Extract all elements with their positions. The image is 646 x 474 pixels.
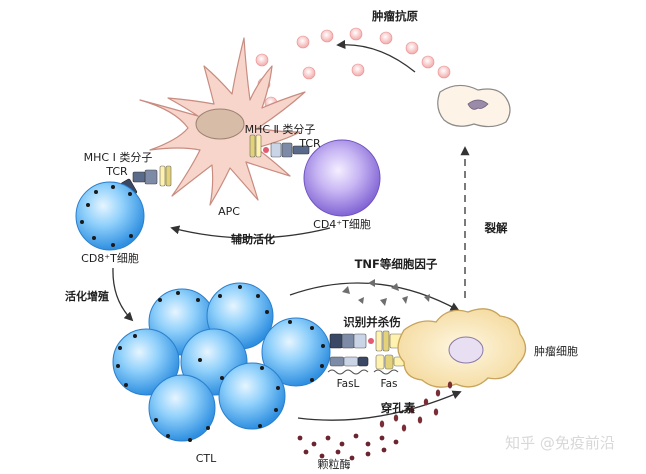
label-cd4: CD4⁺T细胞 (313, 218, 371, 231)
label-mhc1: MHC Ⅰ 类分子 (84, 150, 153, 164)
label-tumor-cell: 肿瘤细胞 (534, 344, 578, 358)
label-ctl: CTL (196, 452, 217, 465)
arrow-tnf (289, 282, 460, 311)
label-cd8: CD8⁺T细胞 (81, 252, 139, 265)
apc-dendritic-cell (139, 37, 306, 206)
cd8-t-cell (75, 181, 145, 251)
label-mhc2: MHC Ⅱ 类分子 (245, 122, 316, 136)
tcr-mhc-interface (329, 330, 403, 352)
arrow-helper-activation (170, 225, 331, 239)
label-tumor-antigen: 肿瘤抗原 (372, 9, 418, 23)
mhc2-tcr-complex (249, 134, 310, 158)
label-lysis: 裂解 (484, 221, 508, 235)
label-recognize-kill: 识别并杀伤 (343, 315, 401, 329)
label-fasl: FasL (337, 378, 360, 390)
label-proliferation: 活化增殖 (65, 289, 109, 303)
lysed-tumor-cell (437, 84, 511, 128)
ctl-cluster (112, 282, 331, 442)
watermark: 知乎 @免疫前沿 (505, 434, 615, 452)
arrow-proliferation (112, 267, 134, 322)
arrow-antigen-to-apc (336, 39, 416, 73)
label-tcr-left: TCR (105, 165, 128, 178)
fasl-fas-interface (327, 354, 405, 375)
cd4-t-cell (303, 139, 381, 217)
label-perforin: 穿孔素 (381, 401, 416, 415)
label-granzyme: 颗粒酶 (318, 457, 351, 471)
label-helper-activation: 辅助活化 (231, 232, 275, 246)
granzyme-particles (297, 433, 399, 461)
tnf-cytokine-particles (342, 279, 430, 306)
label-tcr-top: TCR (298, 137, 321, 150)
label-tnf: TNF等细胞因子 (355, 257, 438, 271)
perforin-particles (379, 381, 453, 432)
tumor-cell (397, 308, 527, 388)
label-apc: APC (218, 205, 240, 218)
arrow-perforin-granzyme (297, 390, 462, 421)
label-fas: Fas (381, 378, 398, 390)
